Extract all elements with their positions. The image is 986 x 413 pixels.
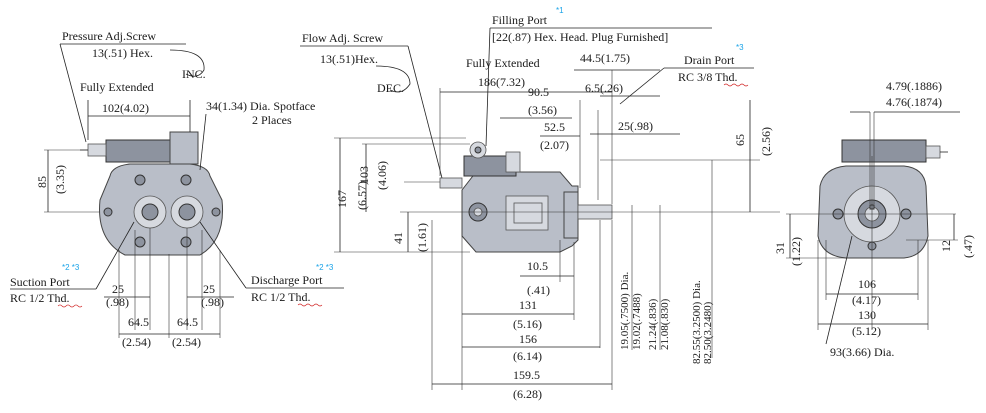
shaft-end-view: 4.79(.1886) 4.76(.1874) 31 (1.22) 12 (.4…: [773, 79, 975, 359]
discharge-port-asterisks: *2 *3: [316, 263, 334, 272]
dim-65-label: 65: [733, 134, 747, 146]
suction-port-label: Suction Port: [10, 275, 70, 289]
dim-525-label: 52.5: [544, 120, 565, 134]
filling-port-asterisk: *1: [556, 6, 564, 15]
dim-356-label: (3.56): [528, 103, 557, 117]
dim-85-label: 85: [35, 176, 49, 188]
dim-65-small-label: 6.5(.26): [585, 81, 623, 95]
dim-254-left-label: (2.54): [122, 335, 151, 349]
dia-8255-label: 82.55(3.2500) Dia.: [691, 280, 703, 364]
dim-614-label: (6.14): [513, 349, 542, 363]
dim-25-left-label: 25: [112, 282, 124, 296]
filling-port-label: Filling Port: [492, 13, 548, 27]
spotface-label: 34(1.34) Dia. Spotface: [206, 99, 315, 113]
dim-047-label: (.47): [961, 235, 975, 258]
drain-thd-label: RC 3/8 Thd.: [678, 70, 737, 84]
dim-516-label: (5.16): [513, 317, 542, 331]
dim-186-label: 186(7.32): [478, 75, 525, 89]
dim-161-label: (1.61): [415, 223, 429, 252]
dim-102-label: 102(4.02): [102, 101, 149, 115]
dim-098-left-label: (.98): [106, 295, 129, 309]
dec-label: DEC.: [377, 81, 404, 95]
dim-130-label: 130: [858, 308, 876, 322]
side-view: Flow Adj. Screw 13(.51)Hex. DEC. Filling…: [300, 6, 780, 401]
discharge-thd-label: RC 1/2 Thd.: [251, 290, 310, 304]
dim-256-label: (2.56): [759, 127, 773, 156]
shaft-end-compensator: [841, 139, 927, 163]
dia-2108-label: 21.08(.830): [659, 298, 671, 350]
dim-167-label: 167: [335, 190, 349, 208]
pressure-adj-screw-label: Pressure Adj.Screw: [62, 29, 156, 43]
fully-extended-mid-label: Fully Extended: [466, 56, 540, 70]
dim-41-label: 41: [391, 232, 405, 244]
dim-479-label: 4.79(.1886): [886, 79, 942, 93]
dim-476-label: 4.76(.1874): [886, 95, 942, 109]
dim-25-right-label: 25: [203, 282, 215, 296]
flow-screw-stub: [439, 177, 463, 189]
discharge-port-label: Discharge Port: [251, 273, 323, 287]
side-filling-plug: [505, 151, 521, 173]
dim-156-label: 156: [519, 332, 537, 346]
suction-port-asterisks: *2 *3: [62, 263, 80, 272]
dim-512-label: (5.12): [852, 324, 881, 338]
spotface-places-label: 2 Places: [252, 113, 292, 127]
pressure-screw-stub: [87, 143, 107, 157]
dim-406-label: (4.06): [375, 161, 389, 190]
drain-port-label: Drain Port: [684, 53, 735, 67]
dim-25-98-label: 25(.98): [618, 119, 653, 133]
dia-93-label: 93(3.66) Dia.: [830, 345, 894, 359]
dim-628-label: (6.28): [513, 387, 542, 401]
dim-12-label: 12: [939, 240, 953, 252]
flow-hex-label: 13(.51)Hex.: [320, 52, 378, 66]
drain-port-asterisk: *3: [736, 43, 744, 52]
dim-1595-label: 159.5: [513, 368, 540, 382]
dia-1902-label: 19.02(.7488): [631, 293, 643, 350]
flow-adj-screw-label: Flow Adj. Screw: [302, 31, 383, 45]
dim-105-label: 10.5: [527, 259, 548, 273]
dim-657-label: (6.57): [355, 181, 369, 210]
dim-445-label: 44.5(1.75): [580, 51, 630, 65]
dim-098-right-label: (.98): [201, 295, 224, 309]
dim-417-label: (4.17): [852, 293, 881, 307]
front-compensator-cap: [169, 131, 199, 165]
dim-645-right-label: 64.5: [177, 315, 198, 329]
front-view: Pressure Adj.Screw 13(.51) Hex. INC. Ful…: [10, 29, 344, 349]
dim-645-left-label: 64.5: [128, 315, 149, 329]
pressure-hex-label: 13(.51) Hex.: [92, 46, 153, 60]
dim-041-label: (.41): [527, 283, 550, 297]
dim-335-label: (3.35): [53, 165, 67, 194]
dia-1905-label: 19.05(.7500) Dia.: [619, 272, 631, 350]
dim-31-label: 31: [773, 242, 787, 254]
dia-8250-label: 82.50(3.2480): [702, 301, 714, 364]
dim-103-label: 103: [357, 166, 371, 184]
dia-2124-label: 21.24(.836): [647, 298, 659, 350]
suction-thd-label: RC 1/2 Thd.: [10, 291, 69, 305]
inc-label: INC.: [182, 67, 206, 81]
dim-106-label: 106: [858, 277, 876, 291]
dim-122-label: (1.22): [789, 237, 803, 266]
dim-207-label: (2.07): [540, 138, 569, 152]
dim-905-label: 90.5: [528, 85, 549, 99]
dim-254-right-label: (2.54): [172, 335, 201, 349]
fully-extended-left-label: Fully Extended: [80, 80, 154, 94]
dim-131-label: 131: [519, 298, 537, 312]
filling-desc-label: [22(.87) Hex. Head. Plug Furnished]: [492, 30, 668, 44]
